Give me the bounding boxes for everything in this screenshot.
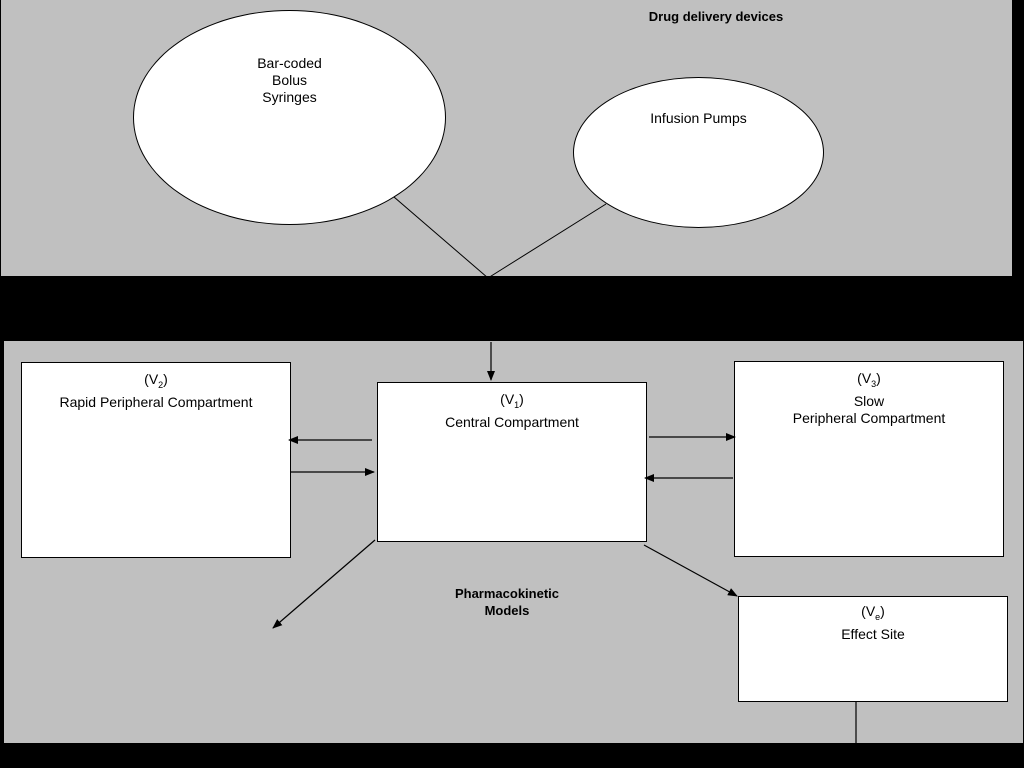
bolus-syringes-label: Bar-coded Bolus Syringes	[257, 55, 322, 105]
effect-site-label: Effect Site	[841, 625, 905, 642]
rapid-compartment-label: Rapid Peripheral Compartment	[59, 393, 253, 410]
infusion-pumps-label: Infusion Pumps	[650, 110, 747, 126]
drug-delivery-panel: Drug delivery devices Bar-coded Bolus Sy…	[1, 0, 1013, 276]
bolus-syringes-node: Bar-coded Bolus Syringes	[133, 10, 446, 225]
slow-volume-label: (V3)	[857, 370, 881, 389]
central-to-effect-arrow	[643, 544, 738, 597]
central-compartment: (V1) Central Compartment	[377, 382, 647, 542]
rapid-volume-label: (V2)	[144, 371, 168, 390]
infusion-pumps-node: Infusion Pumps	[573, 77, 824, 228]
central-compartment-label: Central Compartment	[445, 413, 579, 430]
slow-compartment-label: Slow Peripheral Compartment	[792, 392, 946, 426]
slow-peripheral-compartment: (V3) Slow Peripheral Compartment	[734, 361, 1004, 557]
central-elimination-arrow	[272, 539, 376, 629]
rapid-peripheral-compartment: (V2) Rapid Peripheral Compartment	[21, 362, 291, 558]
central-volume-label: (V1)	[500, 391, 524, 410]
syringe-connector-line	[393, 196, 489, 279]
pharmacokinetic-title: Pharmacokinetic Models	[454, 586, 560, 618]
effect-site-compartment: (Ve) Effect Site	[738, 596, 1008, 702]
pump-connector-line	[487, 203, 607, 279]
drug-delivery-title: Drug delivery devices	[648, 9, 784, 24]
effect-volume-label: (Ve)	[861, 603, 885, 622]
